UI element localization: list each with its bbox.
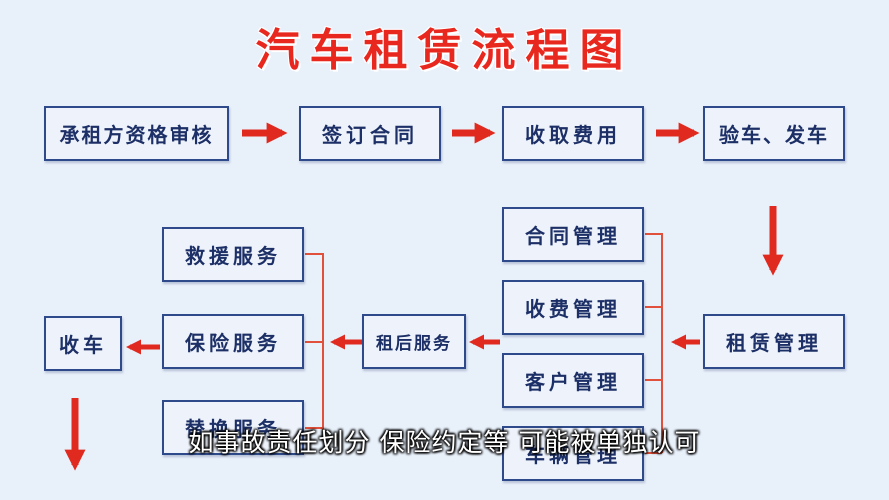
box-sign-contract: 签订合同 bbox=[299, 106, 441, 161]
bracket-management bbox=[645, 233, 663, 454]
box-fee-management: 收费管理 bbox=[502, 280, 644, 335]
box-customer-management: 客户管理 bbox=[502, 353, 644, 408]
box-insurance-service: 保险服务 bbox=[162, 314, 304, 369]
diagram-title: 汽车租赁流程图 bbox=[255, 25, 634, 76]
box-qualification: 承租方资格审核 bbox=[44, 106, 229, 161]
video-subtitle: 如事故责任划分 保险约定等 可能被单独认可 bbox=[188, 428, 701, 457]
box-vehicle-management: 车辆管理 bbox=[502, 426, 644, 481]
box-rescue-service: 救援服务 bbox=[162, 227, 304, 282]
box-lease-management: 租赁管理 bbox=[703, 314, 845, 369]
box-return-car: 收车 bbox=[44, 316, 122, 371]
box-contract-management: 合同管理 bbox=[502, 207, 644, 262]
box-inspect-deliver: 验车、发车 bbox=[703, 106, 845, 161]
box-after-lease-service: 租后服务 bbox=[362, 314, 466, 369]
bracket-services bbox=[305, 253, 324, 430]
box-collect-fees: 收取费用 bbox=[502, 106, 644, 161]
box-replacement-service: 替换服务 bbox=[162, 400, 304, 455]
